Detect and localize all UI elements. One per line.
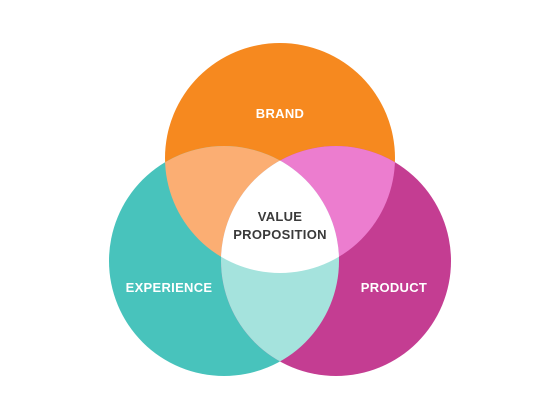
- value-proposition-label-line2: PROPOSITION: [233, 227, 327, 242]
- experience-label: EXPERIENCE: [126, 280, 213, 295]
- value-proposition-label-line1: VALUE: [258, 209, 303, 224]
- brand-label: BRAND: [256, 106, 304, 121]
- product-label: PRODUCT: [361, 280, 427, 295]
